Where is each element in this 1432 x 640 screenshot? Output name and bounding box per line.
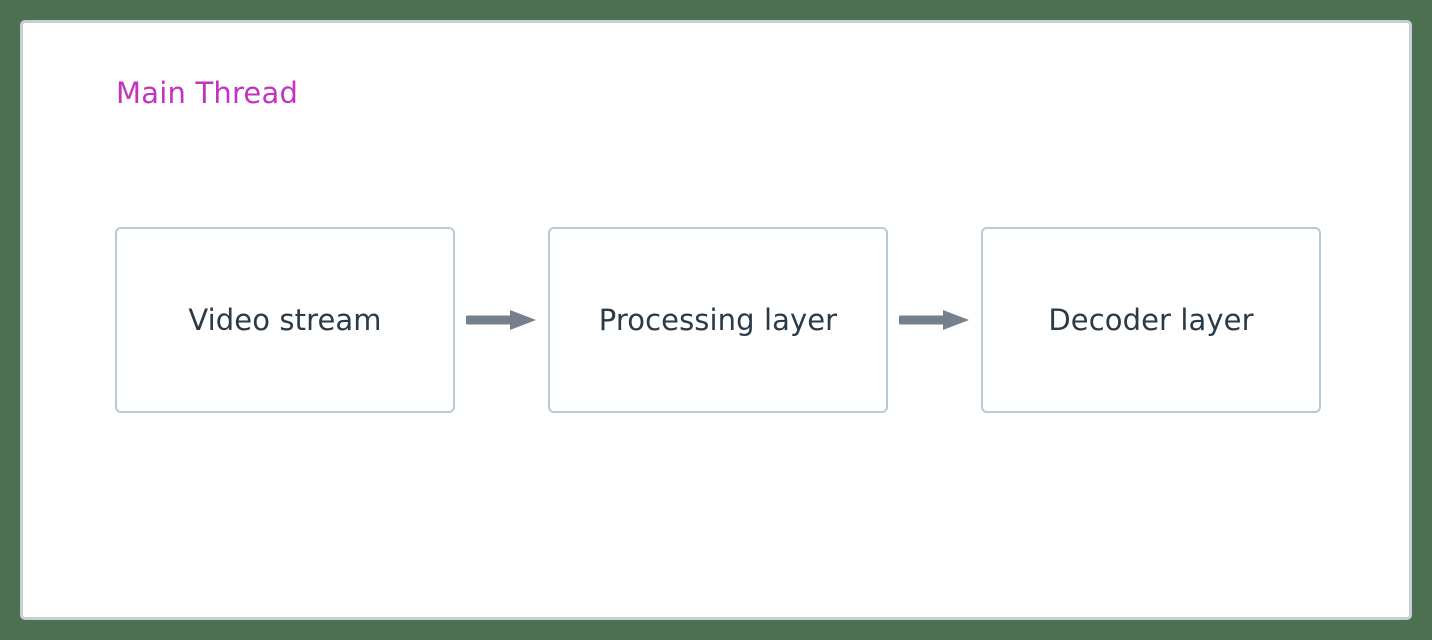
connector-processing-layer-to-decoder-layer [888, 302, 981, 338]
node-label-video-stream: Video stream [188, 303, 382, 337]
arrow-right-icon [465, 310, 536, 330]
arrow-right-icon [898, 310, 969, 330]
node-label-processing-layer: Processing layer [598, 303, 838, 337]
connector-video-stream-to-processing-layer [455, 302, 548, 338]
page-title: Main Thread [116, 76, 299, 110]
node-video-stream[interactable]: Video stream [115, 227, 455, 413]
node-processing-layer[interactable]: Processing layer [548, 227, 888, 413]
main-thread-container: Main Thread Video stream Processing laye… [20, 20, 1412, 620]
node-decoder-layer[interactable]: Decoder layer [981, 227, 1321, 413]
node-label-decoder-layer: Decoder layer [1048, 303, 1254, 337]
pipeline-flow: Video stream Processing layer Decoder la… [115, 227, 1321, 413]
